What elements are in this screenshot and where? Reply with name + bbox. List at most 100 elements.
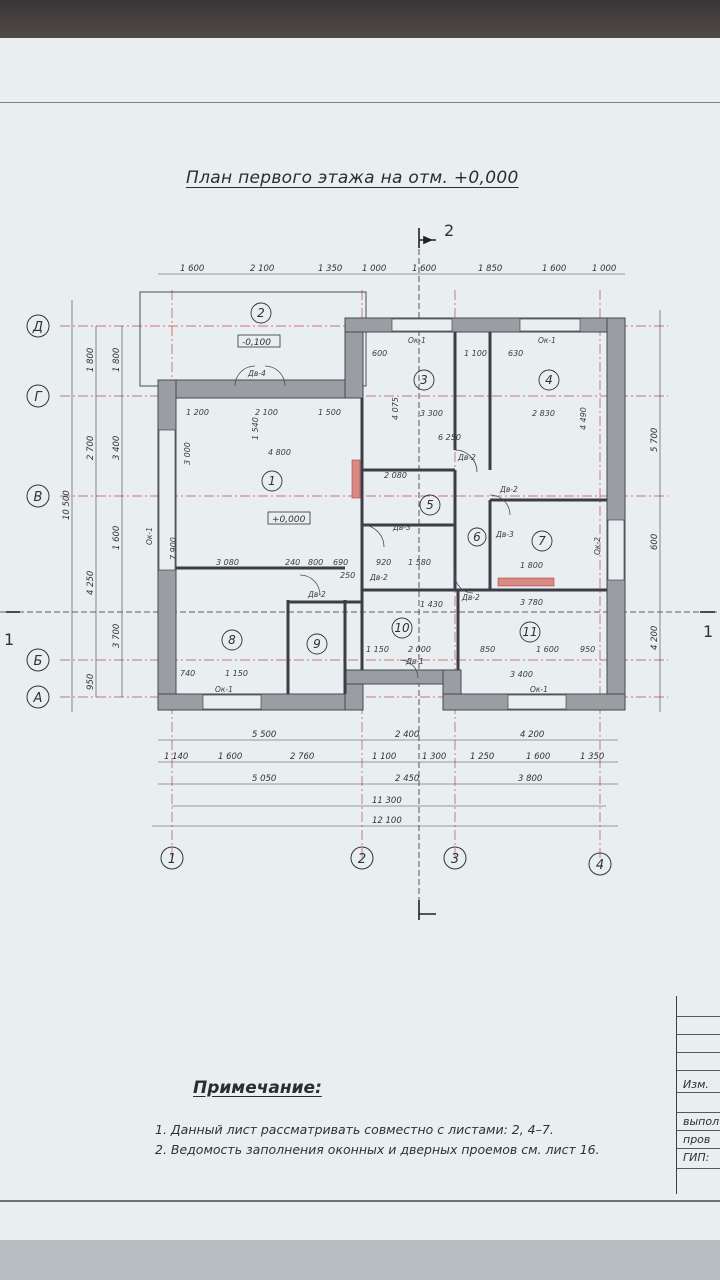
dim: 1 600 — [180, 264, 204, 274]
section-lines — [0, 240, 720, 910]
notes-title: Примечание: — [193, 1078, 322, 1098]
dim: 2 100 — [255, 408, 278, 417]
room-number: 1 — [268, 474, 276, 488]
dim: 4 800 — [268, 448, 291, 457]
interior-walls — [176, 332, 607, 694]
dim: 5 050 — [252, 774, 276, 784]
axis-row-label: Д — [32, 320, 43, 335]
mark: Дв-2 — [499, 485, 518, 494]
dim: 1 540 — [251, 417, 260, 440]
room-number: 3 — [420, 373, 428, 387]
dim: 690 — [333, 558, 348, 567]
dim: 250 — [340, 571, 355, 580]
dim: 800 — [308, 558, 323, 567]
note-item: 1. Данный лист рассматривать совместно с… — [155, 1122, 554, 1137]
room-number: 7 — [538, 534, 546, 548]
dim: 1 800 — [112, 348, 122, 372]
interior-dimensions: 1 200 2 100 1 500 4 800 3 080 3 300 2 08… — [169, 349, 595, 679]
mark: Ок-1 — [408, 336, 426, 345]
top-dimensions: 1 600 2 100 1 350 1 000 1 600 1 850 1 60… — [180, 264, 616, 274]
room-circles — [221, 302, 560, 655]
dim: 1 300 — [422, 752, 446, 762]
room-number: 6 — [473, 530, 481, 544]
room-number: 11 — [522, 625, 537, 639]
room-number: 8 — [228, 633, 236, 647]
mark: Ок-2 — [593, 537, 602, 555]
dim: 3 300 — [420, 409, 443, 418]
dim: 1 600 — [412, 264, 436, 274]
dim: 2 450 — [395, 774, 419, 784]
dim: 1 580 — [408, 558, 431, 567]
mark: Ок-1 — [215, 685, 233, 694]
porch-level-box — [237, 334, 281, 348]
dim: 4 200 — [650, 626, 660, 650]
dim: 4 200 — [520, 730, 544, 740]
dim: 1 350 — [318, 264, 342, 274]
dim: 920 — [376, 558, 391, 567]
mark: Дв-2 — [307, 590, 326, 599]
title-block-row — [677, 1130, 720, 1131]
mark: Дв-3 — [392, 523, 411, 532]
dim: 5 500 — [252, 730, 276, 740]
mark: Дв-2 — [369, 573, 388, 582]
mark: Дв-3 — [495, 530, 514, 539]
section-mark-right: 1 — [703, 622, 713, 641]
dim: 630 — [508, 349, 523, 358]
mark: Дв-2 — [461, 593, 480, 602]
mark: Ок-1 — [145, 527, 154, 545]
dim: 1 500 — [318, 408, 341, 417]
title-block-row — [677, 1070, 720, 1071]
title-block-row — [677, 1092, 720, 1093]
dim: 2 700 — [86, 436, 96, 460]
floor-plan: Д Г В Б А 1 2 3 4 2 2 1 1 2 1 3 4 5 6 7 — [0, 221, 720, 920]
dim: 1 150 — [366, 645, 389, 654]
dim: 3 700 — [112, 624, 122, 648]
dim: 850 — [480, 645, 495, 654]
bottom-dimensions: 5 500 2 400 4 200 1 140 1 600 2 760 1 10… — [164, 730, 604, 826]
dim: 740 — [180, 669, 195, 678]
sheet-frame-bottom-line — [0, 1200, 720, 1202]
dim: 600 — [372, 349, 387, 358]
axis-col-label: 4 — [596, 858, 604, 873]
dim: 1 000 — [592, 264, 616, 274]
dim: 950 — [580, 645, 595, 654]
dim: 2 000 — [408, 645, 431, 654]
mark: Дв-4 — [247, 369, 266, 378]
windows — [158, 318, 625, 710]
dim: 600 — [650, 534, 660, 550]
right-dimensions: 5 700 600 4 200 — [650, 428, 660, 650]
dim: 3 080 — [216, 558, 239, 567]
dim: 1 140 — [164, 752, 188, 762]
title-block-row — [677, 1112, 720, 1113]
dim: 3 800 — [518, 774, 542, 784]
floor-level-box — [267, 511, 311, 525]
axis-grid — [60, 290, 668, 858]
mark: Дв-2 — [457, 453, 476, 462]
porch-level: -0,100 — [242, 338, 271, 348]
mark: Ок-1 — [530, 685, 548, 694]
dim: 7 900 — [169, 537, 178, 560]
bottom-dimension-lines — [152, 739, 618, 827]
axis-row-label: В — [34, 490, 43, 505]
dim: 1 800 — [86, 348, 96, 372]
dim: 10 500 — [62, 490, 72, 520]
door-swings — [234, 365, 511, 679]
sheet-frame-top-line — [0, 102, 720, 103]
dim: 11 300 — [372, 796, 402, 806]
sheet-bottom-edge — [0, 1240, 720, 1280]
section-arrows — [6, 228, 715, 920]
room-number: 5 — [426, 498, 434, 512]
dim: 2 760 — [290, 752, 314, 762]
section-mark-left: 1 — [4, 630, 14, 649]
brick-hatches — [351, 459, 555, 587]
dim: 6 250 — [438, 433, 461, 442]
title-block-row — [677, 1168, 720, 1169]
mark: Дв-1 — [405, 657, 424, 666]
drawing-title: План первого этажа на отм. +0,000 — [186, 168, 519, 188]
dim: 240 — [285, 558, 300, 567]
axis-col-label: 1 — [168, 852, 176, 867]
dim: 1 800 — [520, 561, 543, 570]
axis-col-label: 3 — [451, 852, 459, 867]
dim: 1 000 — [362, 264, 386, 274]
title-block-row — [677, 1052, 720, 1053]
